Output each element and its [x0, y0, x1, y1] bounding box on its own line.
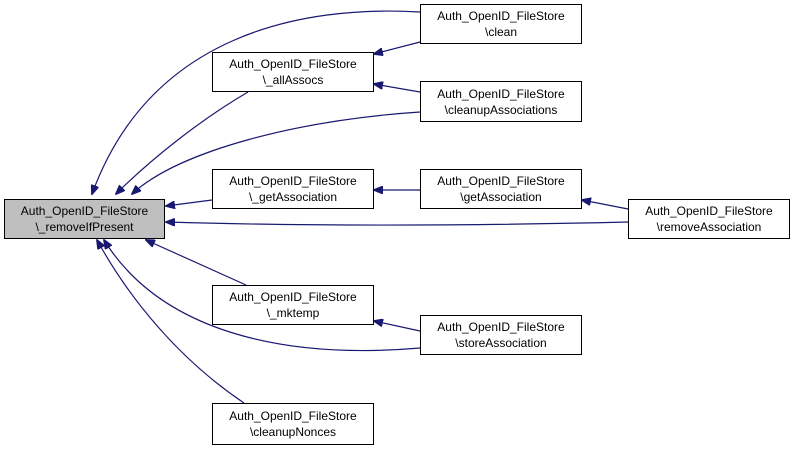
node-cleanup-associations[interactable]: Auth_OpenID_FileStore \cleanupAssociatio… — [420, 81, 582, 122]
node-cleanup-nonces-line2: \cleanupNonces — [249, 425, 337, 439]
node-mktemp[interactable]: Auth_OpenID_FileStore \_mktemp — [212, 285, 374, 325]
node-cleanup-nonces-line1: Auth_OpenID_FileStore — [229, 409, 357, 423]
edge-mktemp-to-removeifpresent — [146, 240, 247, 286]
node-mktemp-line1: Auth_OpenID_FileStore — [229, 290, 357, 304]
node-all-assocs-line1: Auth_OpenID_FileStore — [229, 57, 357, 71]
edge-removeassociation-to-removeifpresent — [166, 222, 629, 225]
node-get-association-line2: \getAssociation — [460, 190, 542, 204]
node-remove-association[interactable]: Auth_OpenID_FileStore \removeAssociation — [628, 199, 790, 239]
node-remove-if-present-line1: Auth_OpenID_FileStore — [20, 204, 149, 218]
node-cleanup-associations-line2: \cleanupAssociations — [444, 102, 558, 117]
edge-cleanupnonces-to-removeifpresent — [97, 240, 245, 404]
edge-allassocs-to-removeifpresent — [116, 91, 249, 194]
edge-clean-to-removeifpresent — [92, 10, 421, 194]
edge-cleanupassociations-to-allassocs — [374, 84, 421, 93]
node-clean[interactable]: Auth_OpenID_FileStore \clean — [420, 4, 582, 44]
node-get-association-private-line2: \_getAssociation — [248, 190, 338, 204]
node-remove-if-present: Auth_OpenID_FileStore \_removeIfPresent — [4, 199, 165, 239]
node-store-association-line2: \storeAssociation — [455, 336, 547, 350]
node-remove-association-line1: Auth_OpenID_FileStore — [645, 204, 773, 218]
node-cleanup-nonces[interactable]: Auth_OpenID_FileStore \cleanupNonces — [212, 403, 374, 445]
edge-clean-to-allassocs — [374, 41, 421, 54]
edge-removeassociation-to-getassociation — [582, 200, 629, 210]
node-get-association-private[interactable]: Auth_OpenID_FileStore \_getAssociation — [212, 169, 374, 209]
node-clean-line2: \clean — [484, 25, 518, 39]
node-get-association-line1: Auth_OpenID_FileStore — [437, 174, 565, 188]
node-get-association-private-line1: Auth_OpenID_FileStore — [229, 174, 357, 188]
edge-storeassociation-to-removeifpresent — [104, 240, 421, 352]
edge-storeassociation-to-mktemp — [374, 321, 421, 332]
node-all-assocs-line2: \_allAssocs — [262, 73, 324, 87]
edge-getassociationpriv-to-removeifpresent — [166, 199, 213, 206]
node-remove-association-line2: \removeAssociation — [656, 220, 762, 234]
edge-cleanupassociations-to-removeifpresent — [132, 111, 421, 194]
node-all-assocs[interactable]: Auth_OpenID_FileStore \_allAssocs — [212, 52, 374, 92]
node-clean-line1: Auth_OpenID_FileStore — [437, 9, 565, 23]
node-get-association[interactable]: Auth_OpenID_FileStore \getAssociation — [420, 169, 582, 209]
node-store-association-line1: Auth_OpenID_FileStore — [437, 320, 565, 334]
node-store-association[interactable]: Auth_OpenID_FileStore \storeAssociation — [420, 315, 582, 355]
node-cleanup-associations-line1: Auth_OpenID_FileStore — [437, 86, 565, 101]
node-remove-if-present-line2: \_removeIfPresent — [35, 220, 134, 234]
node-mktemp-line2: \_mktemp — [266, 306, 320, 320]
